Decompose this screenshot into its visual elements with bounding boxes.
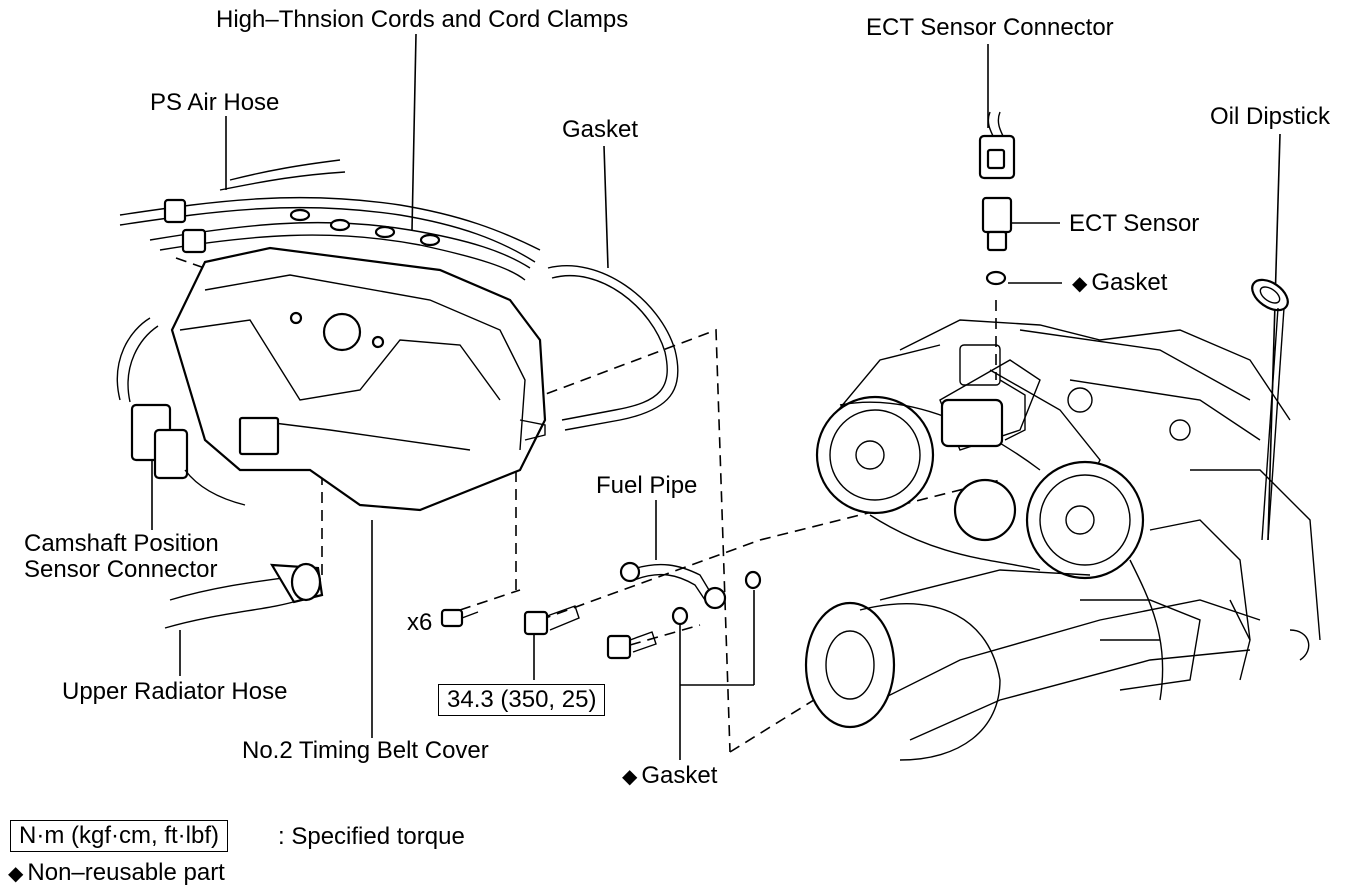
label-camshaft-line2: Sensor Connector bbox=[24, 556, 218, 583]
label-ect-gasket-text: Gasket bbox=[1091, 269, 1168, 296]
nonreusable-mark-icon: ◆ bbox=[622, 766, 638, 788]
label-ect-sensor: ECT Sensor bbox=[1069, 210, 1200, 237]
nonreusable-mark-icon: ◆ bbox=[1072, 273, 1088, 295]
label-camshaft-line1: Camshaft Position bbox=[24, 530, 219, 557]
ect-sensor-connector bbox=[978, 111, 1016, 180]
label-x6: x6 bbox=[407, 609, 433, 636]
cover-gasket bbox=[547, 265, 679, 431]
legend-nonreusable-text: Non–reusable part bbox=[27, 859, 225, 886]
label-high-tension-cords: High–Thnsion Cords and Cord Clamps bbox=[216, 6, 629, 33]
bolt-x6 bbox=[440, 608, 479, 628]
fuel-pipe bbox=[619, 561, 727, 610]
oil-dipstick bbox=[1251, 278, 1289, 541]
label-gasket-bottom-text: Gasket bbox=[641, 762, 718, 789]
label-ect-gasket: ◆Gasket bbox=[1072, 269, 1167, 298]
label-ect-sensor-connector: ECT Sensor Connector bbox=[866, 14, 1114, 41]
bolt-fuel-pipe-lower bbox=[606, 631, 657, 660]
bolt-fuel-pipe-upper bbox=[523, 605, 580, 636]
legend-nonreusable: ◆Non–reusable part bbox=[8, 859, 225, 888]
label-fuel-pipe: Fuel Pipe bbox=[596, 472, 698, 499]
engine-block bbox=[804, 319, 1321, 761]
torque-value-box: 34.3 (350, 25) bbox=[438, 684, 606, 716]
legend-unit-text: : Specified torque bbox=[278, 823, 465, 850]
label-oil-dipstick: Oil Dipstick bbox=[1210, 103, 1331, 130]
ect-sensor bbox=[981, 196, 1013, 252]
label-gasket-top: Gasket bbox=[562, 116, 639, 143]
label-gasket-bottom: ◆Gasket bbox=[622, 762, 717, 791]
camshaft-sensor-connector bbox=[116, 317, 246, 506]
label-upper-radiator-hose: Upper Radiator Hose bbox=[62, 678, 288, 705]
timing-belt-cover bbox=[170, 246, 547, 512]
legend-unit-box: N·m (kgf·cm, ft·lbf) bbox=[10, 820, 228, 852]
bolts bbox=[440, 605, 657, 660]
label-ps-air-hose: PS Air Hose bbox=[150, 89, 280, 116]
high-tension-cords bbox=[119, 159, 541, 281]
gasket-washers bbox=[671, 270, 1007, 626]
leader-lines bbox=[151, 33, 1281, 760]
label-timing-belt-cover: No.2 Timing Belt Cover bbox=[242, 737, 489, 764]
nonreusable-mark-icon: ◆ bbox=[8, 863, 24, 885]
upper-radiator-hose bbox=[164, 562, 324, 629]
